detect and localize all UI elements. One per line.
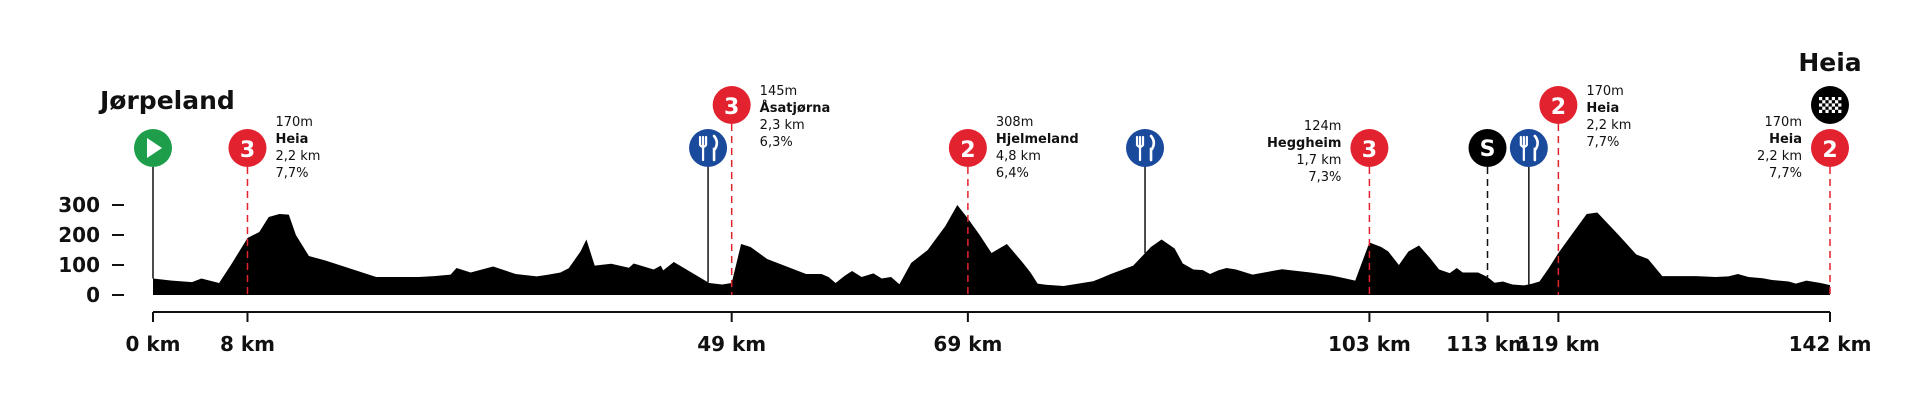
flag-square (1838, 97, 1842, 101)
flag-square (1831, 97, 1835, 101)
flag-square (1825, 97, 1829, 101)
climb-category-marker (712, 86, 751, 124)
climb-elevation: 170m (1586, 84, 1623, 99)
climb-gradient: 7,7% (275, 166, 308, 181)
flag-square (1835, 100, 1839, 104)
flag-square (1822, 100, 1826, 104)
climb-elevation: 145m (760, 84, 797, 99)
climb-category-label: 3 (240, 138, 255, 163)
checkered-flag-icon (1819, 97, 1842, 113)
y-tick-label: 100 (58, 253, 100, 277)
flag-square (1819, 97, 1823, 101)
fork-shape (698, 135, 708, 162)
start-place-label: Jørpeland (98, 86, 235, 115)
flag-square (1828, 100, 1832, 104)
climb-gradient: 7,7% (1586, 135, 1619, 150)
climb-length: 2,2 km (275, 149, 320, 164)
flag-square (1822, 106, 1826, 110)
flag-square (1825, 103, 1829, 107)
climb-name: Heia (1586, 101, 1619, 116)
finish-place-label: Heia (1798, 48, 1861, 77)
climb-category-marker (948, 129, 987, 167)
climb-category-marker (1350, 129, 1389, 167)
y-tick-label: 0 (86, 283, 100, 307)
climb-category-marker (228, 129, 267, 167)
climb-elevation: 170m (275, 115, 312, 130)
feed-zone-marker (1126, 129, 1165, 167)
x-tick-label: 142 km (1789, 332, 1872, 356)
flag-square (1819, 109, 1823, 113)
x-tick-label: 69 km (933, 332, 1002, 356)
y-tick-label: 300 (58, 193, 100, 217)
climb-gradient: 7,7% (1769, 166, 1802, 181)
flag-square (1819, 103, 1823, 107)
feed-zone-marker (689, 129, 728, 167)
climb-category-label: 3 (1362, 138, 1377, 163)
play-icon (147, 138, 162, 158)
knife-shape (712, 134, 719, 162)
flag-square (1828, 106, 1832, 110)
feed-zone-marker (1509, 129, 1548, 167)
climb-name: Heggheim (1267, 136, 1341, 151)
x-tick-label: 8 km (220, 332, 275, 356)
x-tick-label: 113 km (1446, 332, 1529, 356)
climb-elevation: 124m (1304, 119, 1341, 134)
flag-square (1831, 109, 1835, 113)
y-tick-label: 200 (58, 223, 100, 247)
climb-gradient: 7,3% (1308, 170, 1341, 185)
elevation-area (153, 205, 1830, 295)
x-tick-label: 103 km (1328, 332, 1411, 356)
climb-name: Hjelmeland (996, 132, 1079, 147)
climb-category-label: 2 (960, 138, 975, 163)
flag-square (1838, 109, 1842, 113)
climb-category-marker (1811, 129, 1849, 167)
climb-category-label: 2 (1551, 95, 1566, 120)
climb-length: 1,7 km (1296, 153, 1341, 168)
finish-marker (1811, 86, 1849, 124)
climb-length: 4,8 km (996, 149, 1041, 164)
x-tick-label: 0 km (125, 332, 180, 356)
flag-square (1831, 103, 1835, 107)
climb-length: 2,3 km (760, 118, 805, 133)
knife-shape (1149, 134, 1156, 162)
profile-layer (153, 205, 1830, 295)
climb-category-label: 3 (724, 95, 739, 120)
knife-shape (1533, 134, 1539, 162)
climb-name: Heia (275, 132, 308, 147)
x-tick-label: 119 km (1517, 332, 1600, 356)
climb-category-marker (1539, 86, 1578, 124)
climb-elevation: 308m (996, 115, 1033, 130)
fork-knife-glyph (698, 134, 719, 162)
fork-shape (1519, 135, 1528, 162)
x-tick-label: 49 km (697, 332, 766, 356)
flag-square (1838, 103, 1842, 107)
climb-gradient: 6,3% (760, 135, 793, 150)
sprint-marker (1468, 129, 1507, 167)
climb-elevation: 170m (1765, 115, 1802, 130)
flag-square (1825, 109, 1829, 113)
climb-category-label: 2 (1822, 138, 1837, 163)
climb-gradient: 6,4% (996, 166, 1029, 181)
sprint-label: S (1480, 137, 1496, 162)
climb-name: Heia (1769, 132, 1802, 147)
climb-length: 2,2 km (1586, 118, 1631, 133)
climb-length: 2,2 km (1757, 149, 1802, 164)
fork-knife-glyph (1519, 134, 1539, 162)
climb-name: Åsatjørna (760, 100, 831, 116)
axis-layer: 300 200 100 0 0 km 8 km 49 km 69 km 103 km 113 km… (58, 193, 1871, 356)
flag-square (1835, 106, 1839, 110)
fork-knife-glyph (1135, 134, 1156, 162)
fork-shape (1135, 135, 1145, 162)
